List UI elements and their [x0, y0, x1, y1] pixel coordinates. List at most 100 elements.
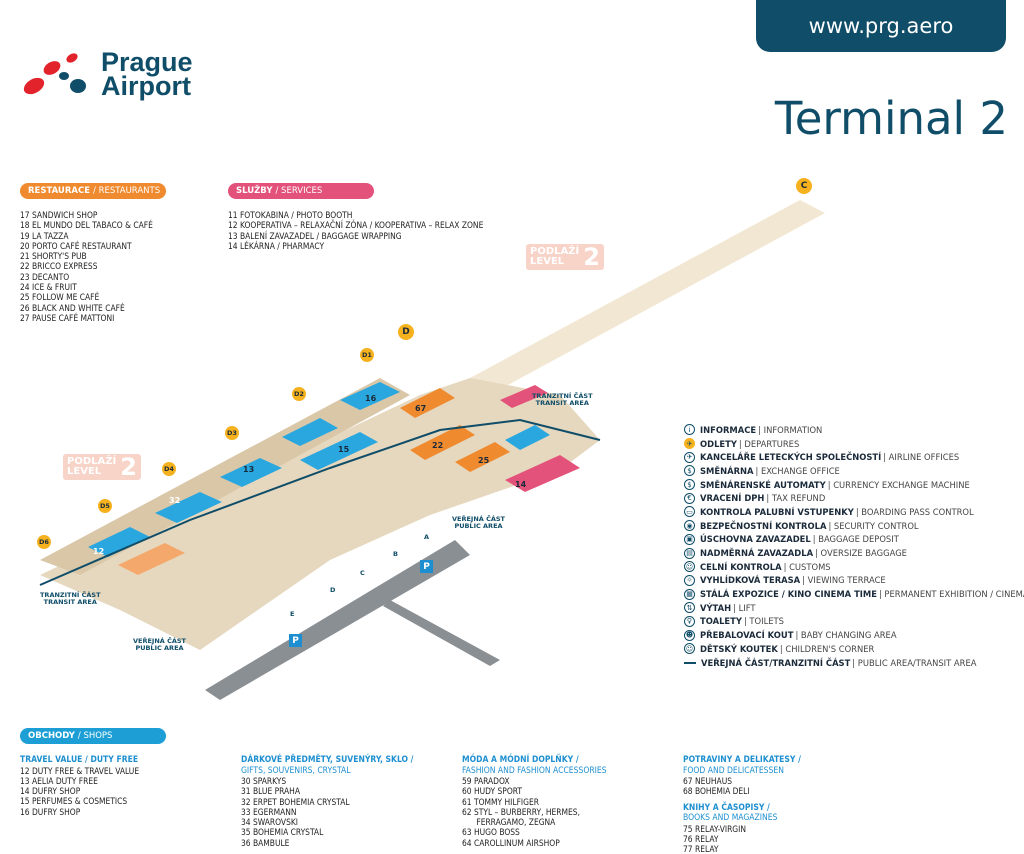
list-item: 76 RELAY: [683, 833, 719, 844]
legend-item: ☼VYHLÍDKOVÁ TERASA| VIEWING TERRACE: [684, 574, 1024, 588]
legend-item: ☺DĚTSKÝ KOUTEK| CHILDREN'S CORNER: [684, 643, 875, 655]
unit-label: 14: [515, 480, 527, 489]
pier-d5-pin[interactable]: D5: [98, 499, 112, 513]
services-label-cz: SLUŽBY: [236, 186, 273, 196]
legend-item: ▣ÚSCHOVNA ZAVAZADEL| BAGGAGE DEPOSIT: [684, 533, 1024, 547]
website-url: www.prg.aero: [808, 14, 954, 38]
shops-col-duty-free: TRAVEL VALUE / DUTY FREE 12 DUTY FREE & …: [20, 755, 140, 817]
pier-d6-pin[interactable]: D6: [37, 535, 51, 549]
logo-line-2: Airport: [101, 71, 191, 101]
boundary-line-icon: [684, 661, 696, 664]
list-item: FERRAGAMO, ZEGNA: [462, 817, 556, 828]
viewing-terrace-icon: ☼: [684, 574, 695, 586]
legend-item: VEŘEJNÁ ČÁST/TRANZITNÍ ČÁST| PUBLIC AREA…: [684, 656, 1024, 670]
list-item: 62 STYL – BURBERRY, HERMES,: [462, 806, 580, 817]
pier-d4-pin[interactable]: D4: [162, 462, 176, 476]
parking-sign-lower[interactable]: P: [289, 634, 302, 647]
list-item: 35 BOHEMIA CRYSTAL: [241, 827, 324, 838]
pier-d-pin[interactable]: D: [398, 324, 414, 340]
lift-icon: ⇅: [684, 602, 695, 614]
toilets-icon: ♀: [684, 615, 695, 627]
services-label-en: / SERVICES: [275, 186, 323, 196]
road: [205, 540, 470, 700]
pier-d2-pin[interactable]: D2: [292, 387, 306, 401]
gate-c-label: C: [360, 569, 365, 577]
shop-block: [282, 418, 338, 446]
list-item: 75 RELAY-VIRGIN: [683, 823, 746, 834]
unit-label: 22: [432, 441, 444, 450]
gate-d-label: D: [330, 586, 336, 594]
gate-a-label: A: [424, 533, 430, 541]
road-branch: [383, 600, 500, 666]
list-item: 14 LÉKÁRNA / PHARMACY: [228, 240, 325, 251]
logo-line-1: Prague: [101, 47, 193, 77]
list-item: 27 PAUSE CAFÉ MATTONI: [20, 312, 115, 323]
logo-mark-icon: [23, 53, 86, 95]
list-item: 16 DUFRY SHOP: [20, 806, 81, 817]
list-item: 15 PERFUMES & COSMETICS: [20, 796, 128, 807]
list-item: 63 HUGO BOSS: [462, 827, 520, 838]
transit-boundary-line: [39, 418, 601, 586]
shop-block: [340, 382, 400, 410]
childrens-corner-icon: ☺: [684, 643, 695, 655]
legend-item: ▦STÁLÁ EXPOZICE / KINO CINEMA TIME| PERM…: [684, 587, 1024, 601]
baggage-deposit-icon: ▣: [684, 533, 695, 545]
level-number: 2: [583, 243, 600, 271]
exchange-office-icon: $: [684, 465, 695, 477]
list-item: 30 SPARKYS: [241, 776, 287, 786]
parking-sign-upper[interactable]: P: [420, 560, 433, 573]
unit-label: 67: [415, 404, 427, 413]
list-item: 32 ERPET BOHEMIA CRYSTAL: [241, 796, 350, 807]
legend-item: ▤NADMĚRNÁ ZAVAZADLA| OVERSIZE BAGGAGE: [684, 546, 1024, 560]
list-item: 23 DECANTO: [20, 271, 70, 282]
list-item: 59 PARADOX: [462, 776, 510, 786]
pier-d1-pin[interactable]: D1: [360, 348, 374, 362]
list-item: 12 DUTY FREE & TRAVEL VALUE: [20, 765, 140, 776]
list-item: 19 LA TAZZA: [20, 230, 69, 241]
list-item: 67 NEUHAUS: [683, 776, 733, 786]
gate-b-label: B: [393, 550, 398, 558]
shop-block: [300, 432, 378, 470]
shop-block: [220, 458, 282, 487]
level-number: 2: [120, 453, 137, 481]
level-cz: PODLAŽÍ: [530, 246, 580, 257]
list-item: 36 BAMBULE: [241, 837, 290, 848]
restaurants-label-en: / RESTAURANTS: [93, 186, 161, 196]
restaurant-block: [400, 388, 455, 418]
unit-label: 15: [338, 445, 350, 454]
legend-item: €VRACENÍ DPH| TAX REFUND: [684, 491, 1024, 505]
legend-item: ☺CELNÍ KONTROLA| CUSTOMS: [684, 561, 831, 573]
website-url-tab[interactable]: www.prg.aero: [756, 0, 1006, 52]
pier-d3-pin[interactable]: D3: [225, 426, 239, 440]
list-item: 26 BLACK AND WHITE CAFÉ: [20, 302, 125, 313]
security-icon: ◉: [684, 520, 695, 532]
logo-text: Prague Airport: [101, 47, 193, 101]
list-item: 64 CAROLLINUM AIRSHOP: [462, 837, 560, 848]
boarding-pass-icon: ▭: [684, 506, 695, 518]
level-en: LEVEL: [530, 256, 565, 267]
restaurants-header: RESTAURACE/ RESTAURANTS: [20, 183, 166, 199]
legend-item: ✈KANCELÁŘE LETECKÝCH SPOLEČNOSTÍ| AIRLIN…: [684, 450, 1024, 464]
list-item: 31 BLUE PRAHA: [241, 786, 301, 797]
unit-label: 16: [365, 394, 377, 403]
list-item: 33 EGERMANN: [241, 806, 297, 817]
unit-label: 25: [478, 456, 490, 465]
oversize-baggage-icon: ▤: [684, 547, 695, 559]
exchange-machine-icon: $: [684, 479, 695, 491]
shops-col-food-books: POTRAVINY A DELIKATESY / FOOD AND DELICA…: [683, 755, 801, 854]
restaurant-block: [118, 543, 185, 575]
list-item: 18 EL MUNDO DEL TABACO & CAFÉ: [20, 220, 153, 231]
shop-block: [88, 527, 150, 557]
list-item: 68 BOHEMIA DELI: [683, 786, 750, 797]
list-item: 60 HUDY SPORT: [462, 786, 522, 797]
departures-icon: ✈: [684, 438, 695, 450]
shops-label-cz: OBCHODY: [28, 731, 75, 741]
pier-c-pin[interactable]: C: [796, 178, 812, 194]
restaurant-block: [455, 442, 510, 472]
terminal-map[interactable]: [0, 170, 1024, 715]
